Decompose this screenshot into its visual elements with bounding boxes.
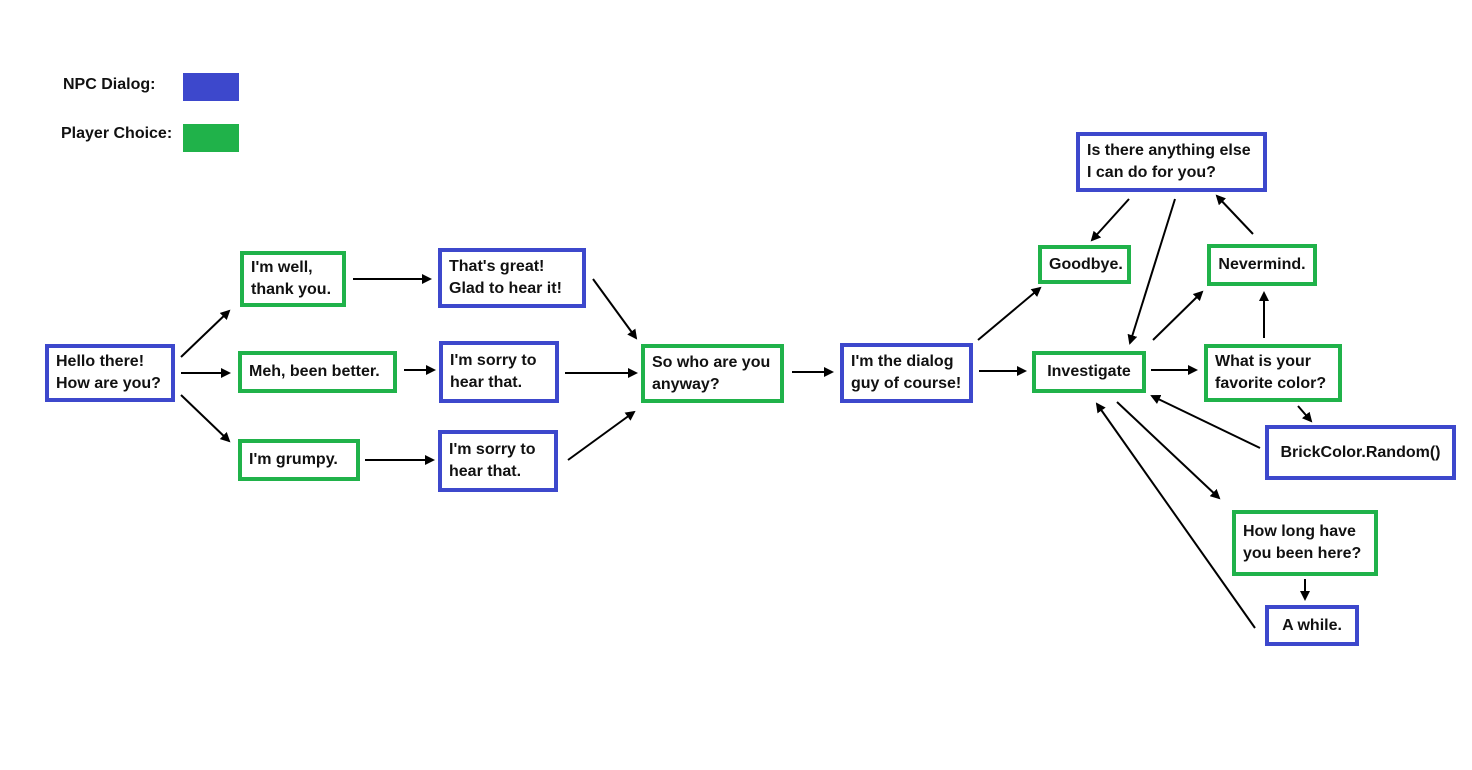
node-who: So who are you anyway? <box>641 344 784 403</box>
node-sorry-2: I'm sorry to hear that. <box>438 430 558 492</box>
arrow-dialog-guy-to-goodbye <box>977 286 1042 341</box>
node-goodbye: Goodbye. <box>1038 245 1131 284</box>
arrow-anything-else-to-investigate <box>1127 198 1176 345</box>
legend-npc-label: NPC Dialog: <box>63 76 156 93</box>
node-nevermind: Nevermind. <box>1207 244 1317 286</box>
legend-npc-swatch <box>183 73 239 101</box>
arrow-sorry2-to-who <box>567 410 636 461</box>
arrow-great-to-who <box>592 278 638 340</box>
node-anything-else: Is there anything else I can do for you? <box>1076 132 1267 192</box>
node-a-while: A while. <box>1265 605 1359 646</box>
arrow-hello-to-grumpy <box>180 394 231 443</box>
arrow-brickcolor-to-investigate <box>1150 394 1261 449</box>
node-grumpy: I'm grumpy. <box>238 439 360 481</box>
arrow-anything-else-to-goodbye <box>1090 198 1130 242</box>
node-how-long: How long have you been here? <box>1232 510 1378 576</box>
node-dialog-guy: I'm the dialog guy of course! <box>840 343 973 403</box>
node-sorry-1: I'm sorry to hear that. <box>439 341 559 403</box>
node-well: I'm well, thank you. <box>240 251 346 307</box>
node-hello: Hello there! How are you? <box>45 344 175 402</box>
arrow-investigate-to-how-long <box>1116 401 1221 500</box>
legend-player-swatch <box>183 124 239 152</box>
legend-player-label: Player Choice: <box>61 125 173 142</box>
node-great: That's great! Glad to hear it! <box>438 248 586 308</box>
node-color-question: What is your favorite color? <box>1204 344 1342 402</box>
arrow-a-while-to-investigate <box>1095 402 1256 629</box>
node-meh: Meh, been better. <box>238 351 397 393</box>
arrow-color-question-to-brickcolor <box>1297 405 1313 423</box>
arrow-investigate-to-nevermind <box>1152 290 1204 341</box>
arrow-hello-to-well <box>180 309 231 358</box>
arrow-nevermind-to-anything-else <box>1215 194 1254 235</box>
node-investigate: Investigate <box>1032 351 1146 393</box>
node-brickcolor: BrickColor.Random() <box>1265 425 1456 480</box>
